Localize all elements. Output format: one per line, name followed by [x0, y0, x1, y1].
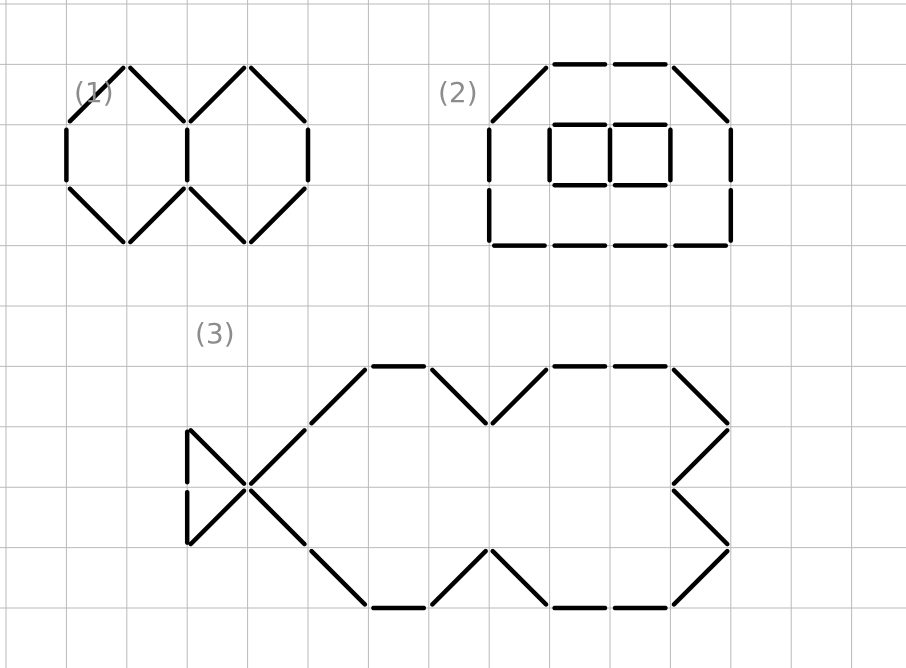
matchstick	[191, 430, 244, 483]
matchstick	[251, 68, 304, 121]
matchstick	[674, 68, 727, 121]
figure-3-label: (3)	[195, 320, 235, 348]
matchstick	[674, 370, 727, 423]
matchstick	[191, 491, 244, 544]
matchstick	[130, 68, 183, 121]
matchstick	[312, 370, 365, 423]
matchstick	[432, 551, 485, 604]
matchstick	[191, 68, 244, 121]
matchstick	[493, 68, 546, 121]
matchstick	[674, 430, 727, 483]
matchstick	[312, 551, 365, 604]
matchstick	[70, 189, 123, 242]
matchstick	[674, 551, 727, 604]
matchstick-figures	[66, 64, 730, 608]
matchstick	[493, 370, 546, 423]
matchstick	[432, 370, 485, 423]
matchstick	[251, 491, 304, 544]
matchstick	[191, 189, 244, 242]
matchstick	[251, 189, 304, 242]
figure-2-label: (2)	[438, 79, 478, 107]
matchstick	[130, 189, 183, 242]
matchstick	[674, 491, 727, 544]
matchstick	[251, 430, 304, 483]
matchstick	[493, 551, 546, 604]
figure-1-label: (1)	[74, 79, 114, 107]
